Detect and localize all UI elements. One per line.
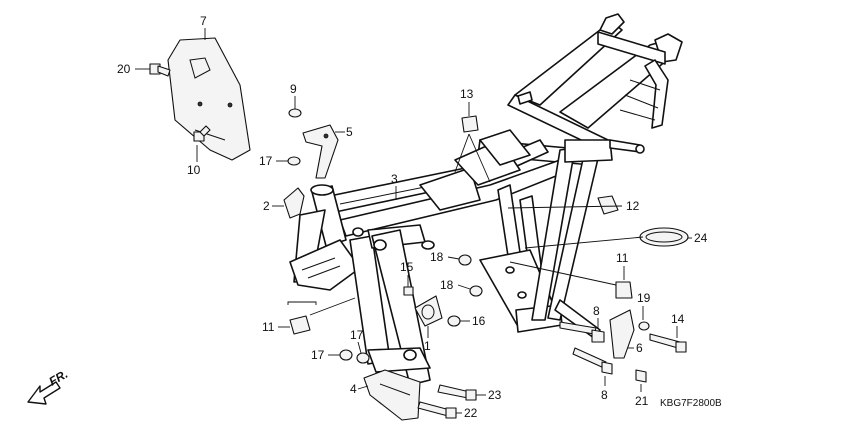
callout-17b: 17	[311, 348, 325, 362]
washer-19	[638, 321, 650, 331]
bolt-8b	[572, 347, 613, 375]
grommet-13	[461, 115, 479, 133]
bolt-8a	[559, 321, 605, 343]
bolt-14	[649, 333, 687, 353]
front-direction-indicator: FR.	[27, 367, 70, 405]
collar-1	[414, 295, 443, 327]
callout-8b: 8	[601, 388, 608, 402]
band-24	[639, 227, 689, 247]
callout-11b: 11	[616, 251, 629, 265]
clip-12	[597, 195, 619, 215]
callout-15: 15	[400, 260, 414, 274]
callout-3: 3	[391, 172, 398, 186]
nut-17a	[287, 156, 301, 166]
bolt-21	[635, 369, 647, 383]
callout-labels: 7 20 10 9 5 17 2 3 13 12 24 18 18 15 16 …	[117, 14, 708, 420]
callout-5: 5	[346, 125, 353, 139]
callout-16: 16	[472, 314, 486, 328]
callout-12: 12	[626, 199, 640, 213]
callout-9: 9	[290, 82, 297, 96]
callout-6: 6	[636, 341, 643, 355]
callout-10: 10	[187, 163, 201, 177]
diagram-code: KBG7F2800B	[660, 398, 722, 409]
callout-14: 14	[671, 312, 685, 326]
callout-18b: 18	[440, 278, 454, 292]
callout-2: 2	[263, 199, 270, 213]
clamp-11a	[287, 301, 317, 335]
nut-17c	[356, 352, 370, 364]
front-arrow-icon	[27, 381, 61, 405]
callout-11a: 11	[262, 320, 275, 334]
callout-20: 20	[117, 62, 131, 76]
bolt-15	[403, 286, 414, 296]
bolt-23	[437, 384, 477, 401]
callout-17a: 17	[259, 154, 273, 168]
bracket-5	[302, 124, 339, 179]
bolt-10	[193, 125, 211, 142]
callout-17c: 17	[350, 328, 364, 342]
callout-13: 13	[460, 87, 474, 101]
clamp-11b	[615, 281, 633, 299]
callout-19: 19	[637, 291, 651, 305]
bracket-6	[609, 309, 635, 359]
nut-17b	[339, 349, 353, 361]
callout-22: 22	[464, 406, 478, 420]
callout-23: 23	[488, 388, 502, 402]
leader-lines	[135, 28, 692, 414]
callout-24: 24	[694, 231, 708, 245]
nut-16	[447, 315, 461, 327]
main-frame	[289, 13, 683, 386]
nut-9	[288, 108, 302, 118]
callout-4: 4	[350, 382, 357, 396]
grommet-18a	[458, 254, 472, 266]
side-shield-plate	[167, 37, 251, 161]
callout-1: 1	[424, 339, 431, 353]
grommet-18b	[469, 285, 483, 297]
callout-18a: 18	[430, 250, 444, 264]
bolt-22	[417, 401, 457, 419]
callout-8a: 8	[593, 304, 600, 318]
callout-7: 7	[200, 14, 207, 28]
skid-plate-4	[363, 369, 421, 421]
bolt-20	[149, 63, 171, 77]
clip-2	[283, 187, 305, 219]
callout-21: 21	[635, 394, 649, 408]
